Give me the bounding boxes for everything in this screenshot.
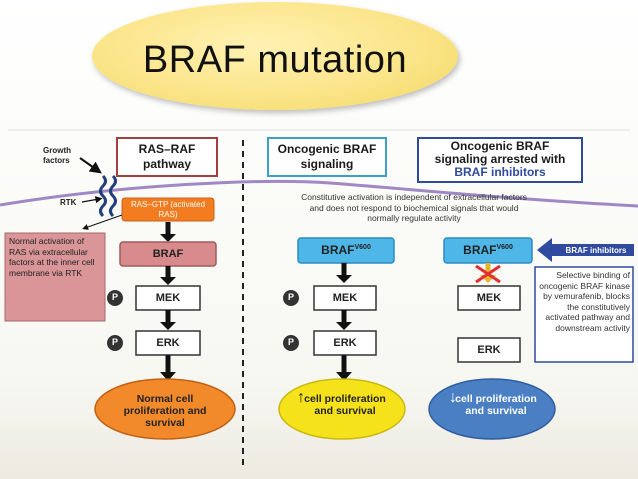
down-outcome-ellipse <box>428 378 556 440</box>
up-arrow-glyph: ↑ <box>297 389 305 406</box>
vemurafenib-callout-box <box>534 266 634 363</box>
growth-factors-label: Growth factors <box>43 146 71 165</box>
title-oval <box>92 2 458 110</box>
rtk-receptor-left <box>99 174 107 218</box>
slide-title: BRAF mutation <box>142 39 408 81</box>
erk-normal-box <box>135 330 201 356</box>
normal-outcome-ellipse <box>94 378 236 440</box>
vemurafenib-callout-text: Selective binding of oncogenic BRAF kina… <box>539 270 630 333</box>
p-label-erk-mid: P <box>287 337 294 347</box>
down-outcome-label: cell proliferation and survival <box>455 393 537 417</box>
erk-normal-label: ERK <box>156 337 180 349</box>
side-note-box <box>4 232 106 322</box>
mek-normal-label: MEK <box>155 292 181 304</box>
oncogenic-header: Oncogenic BRAF signaling <box>277 142 377 171</box>
down-arrow-glyph: ↓ <box>449 389 457 406</box>
ras-raf-header: RAS–RAF pathway <box>138 142 196 171</box>
arrested-header-box <box>417 137 583 183</box>
braf-inhibitor-arrow <box>537 238 634 262</box>
normal-outcome-label: Normal cell proliferation and survival <box>123 393 207 429</box>
side-note-text: Normal activation of RAS via extracellul… <box>9 236 95 278</box>
rtk-receptor-right <box>109 174 117 218</box>
erk-mutant-label: ERK <box>333 337 357 349</box>
braf-v600-right-label: BRAFV600 <box>463 243 513 257</box>
braf-inhibitors-label: BRAF inhibitors <box>565 246 627 255</box>
phospho-mek-mid <box>283 290 299 306</box>
rtk-arrow <box>81 196 103 204</box>
phospho-mek-left <box>107 290 123 306</box>
mek-blocked-box <box>457 285 521 311</box>
ras-gtp-label: RAS–GTP (activated RAS) <box>130 200 206 219</box>
up-outcome-label: cell proliferation and survival <box>304 393 386 417</box>
cell-membrane <box>0 179 638 208</box>
braf-v600-label: BRAFV600 <box>321 243 371 257</box>
ras-gtp-box <box>121 197 215 222</box>
mek-normal-box <box>135 285 201 311</box>
p-label-mek-mid: P <box>287 292 294 302</box>
erk-blocked-label: ERK <box>477 344 501 356</box>
erk-mutant-box <box>313 330 377 356</box>
ras-to-note-arrow <box>82 214 123 230</box>
mek-mutant-label: MEK <box>332 292 358 304</box>
phospho-erk-left <box>107 335 123 351</box>
phospho-erk-mid <box>283 335 299 351</box>
block-x-2 <box>475 264 501 284</box>
erk-blocked-box <box>457 337 521 363</box>
braf-normal-label: BRAF <box>152 248 184 260</box>
arrested-header: Oncogenic BRAF signaling arrested with B… <box>434 139 566 179</box>
mek-blocked-label: MEK <box>476 292 502 304</box>
growth-factor-arrow <box>79 157 102 174</box>
rtk-label: RTK <box>60 198 77 207</box>
up-outcome-ellipse <box>278 378 406 440</box>
oncogenic-header-box <box>267 137 387 177</box>
constitutive-note: Constitutive activation is independent o… <box>301 192 527 223</box>
p-label-erk-left: P <box>111 337 118 347</box>
ras-raf-header-box <box>116 137 218 177</box>
p-label-mek-left: P <box>111 292 118 302</box>
